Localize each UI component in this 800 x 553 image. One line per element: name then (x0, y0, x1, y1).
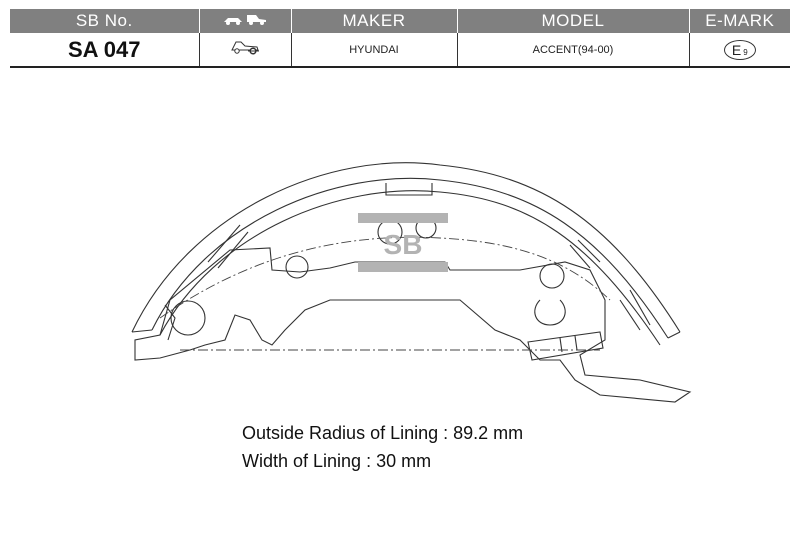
lining-width-spec: Width of Lining : 30 mm (242, 451, 432, 471)
value-row: SA 047 HYUNDAI ACCENT(94-00) E 9 (10, 33, 790, 68)
outside-radius-spec: Outside Radius of Lining : 89.2 mm (242, 423, 524, 443)
lining-outer-arc (131, 162, 681, 333)
application-value (198, 33, 291, 68)
spring-hole (285, 255, 309, 279)
spec-table: SB No. MAKER MODEL E-MARK SA 047 HYUNDAI… (10, 9, 790, 68)
emark-letter: E (731, 41, 742, 58)
anchor-hole (170, 300, 206, 336)
watermark-text: SB (384, 229, 423, 260)
application-header (198, 9, 291, 33)
rear-axle-car-icon (231, 41, 259, 55)
sb-watermark: SB (358, 213, 448, 272)
pin-hole (539, 263, 565, 289)
spec-lines: Outside Radius of Lining : 89.2 mm Width… (242, 419, 523, 475)
emark-value: E 9 (688, 33, 790, 68)
maker-value: HYUNDAI (290, 33, 457, 68)
car-and-truck-icon (224, 15, 266, 25)
model-header: MODEL (456, 9, 689, 33)
sbno-header: SB No. (10, 9, 199, 33)
emark-header: E-MARK (688, 9, 790, 33)
lining-inner-arc (151, 177, 669, 339)
adjuster-strut (527, 331, 604, 361)
emark-number: 9 (743, 48, 748, 57)
shoe-rim (159, 190, 661, 346)
emark-badge: E 9 (723, 39, 756, 60)
maker-header: MAKER (290, 9, 457, 33)
shoe-web (134, 247, 692, 403)
sbno-value: SA 047 (10, 33, 199, 68)
header-row: SB No. MAKER MODEL E-MARK (10, 9, 790, 33)
model-value: ACCENT(94-00) (456, 33, 689, 68)
